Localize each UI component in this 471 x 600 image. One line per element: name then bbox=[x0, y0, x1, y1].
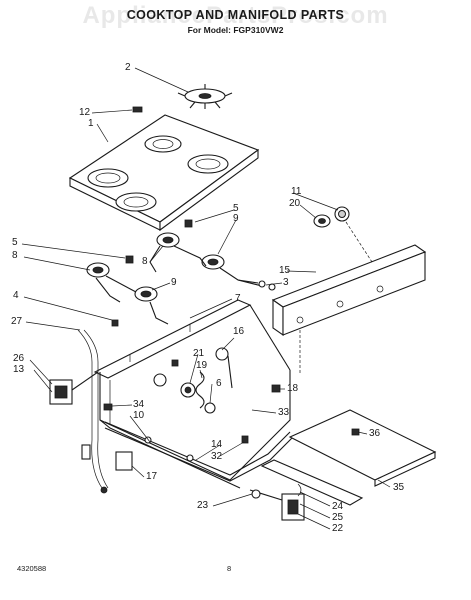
callout-3: 3 bbox=[283, 277, 289, 288]
clip-34 bbox=[103, 403, 113, 411]
broiler-deflector bbox=[288, 409, 437, 487]
callout-5a: 5 bbox=[233, 203, 239, 214]
callout-6: 6 bbox=[216, 378, 222, 389]
broil-burner-assembly bbox=[249, 459, 364, 521]
manifold-pipe bbox=[104, 421, 293, 482]
front-burner-assembly bbox=[86, 255, 169, 325]
control-panel bbox=[271, 244, 427, 337]
spark-module bbox=[49, 371, 99, 405]
callout-13: 13 bbox=[13, 364, 25, 375]
callout-15: 15 bbox=[279, 265, 291, 276]
callout-9a: 9 bbox=[233, 213, 239, 224]
cooktop bbox=[68, 114, 260, 232]
rear-burner-assembly bbox=[149, 219, 263, 287]
screw-4 bbox=[111, 319, 119, 327]
bracket-18 bbox=[271, 384, 281, 393]
callout-5b: 5 bbox=[12, 237, 18, 248]
watermark: AppliancePartsPros.com bbox=[82, 2, 389, 29]
callout-19: 19 bbox=[196, 360, 208, 371]
burner-grate bbox=[177, 84, 233, 109]
callout-35: 35 bbox=[393, 482, 405, 493]
callout-24: 24 bbox=[332, 501, 344, 512]
callout-34: 34 bbox=[133, 399, 145, 410]
callout-8b: 8 bbox=[142, 256, 148, 267]
callout-1: 1 bbox=[88, 118, 94, 129]
callout-16: 16 bbox=[233, 326, 245, 337]
callout-36: 36 bbox=[369, 428, 381, 439]
callout-25: 25 bbox=[332, 512, 344, 523]
page-number: 8 bbox=[227, 564, 232, 573]
callout-8a: 8 bbox=[12, 250, 18, 261]
terminal-block bbox=[115, 451, 133, 471]
screw-32 bbox=[241, 435, 249, 444]
callout-21: 21 bbox=[193, 348, 205, 359]
callout-32: 32 bbox=[211, 451, 223, 462]
callout-14: 14 bbox=[211, 439, 223, 450]
hold-down-clip bbox=[132, 106, 143, 113]
callout-27: 27 bbox=[11, 316, 23, 327]
callout-12: 12 bbox=[79, 107, 91, 118]
callout-2: 2 bbox=[125, 62, 131, 73]
callout-4: 4 bbox=[13, 290, 19, 301]
orifice-hoods bbox=[237, 279, 276, 291]
model-subtitle: For Model: FGP310VW2 bbox=[187, 25, 284, 35]
callout-9b: 9 bbox=[171, 277, 177, 288]
control-valves bbox=[153, 347, 233, 414]
diagram-title: COOKTOP AND MANIFOLD PARTS bbox=[126, 8, 345, 22]
callout-33: 33 bbox=[278, 407, 290, 418]
callout-11: 11 bbox=[291, 186, 302, 197]
document-number: 4320588 bbox=[17, 564, 47, 573]
callout-18: 18 bbox=[287, 383, 299, 394]
callout-17: 17 bbox=[146, 471, 158, 482]
callout-26: 26 bbox=[13, 353, 25, 364]
callout-7: 7 bbox=[235, 293, 241, 304]
callout-10: 10 bbox=[133, 410, 145, 421]
callout-23: 23 bbox=[197, 500, 209, 511]
leader-lines bbox=[21, 67, 391, 530]
callout-20: 20 bbox=[289, 198, 301, 209]
callout-22: 22 bbox=[332, 523, 344, 534]
wire-harness bbox=[77, 329, 109, 494]
control-knob bbox=[313, 206, 373, 263]
